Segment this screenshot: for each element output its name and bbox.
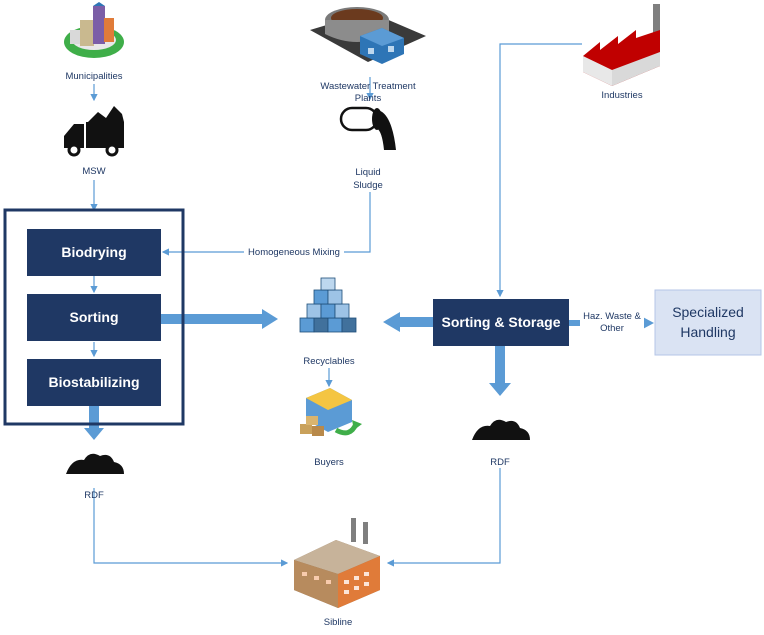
msw-label: MSW — [82, 166, 105, 177]
liquid-sludge-label-line2: Sludge — [353, 180, 383, 191]
recyclables-label: Recyclables — [303, 356, 354, 367]
municipalities-label: Municipalities — [65, 71, 122, 82]
biostabilizing-box: Biostabilizing — [27, 359, 161, 406]
industries-label: Industries — [601, 90, 642, 101]
haz-waste-label-line1: Haz. Waste & — [583, 311, 641, 322]
biostabilizing-label: Biostabilizing — [49, 374, 140, 390]
biodrying-label: Biodrying — [61, 244, 126, 260]
rdf-pile-left-icon — [66, 453, 124, 474]
connector-rdf-left-sibline — [93, 488, 289, 567]
sorting-label: Sorting — [70, 309, 119, 325]
connector-rdf-right-sibline — [386, 468, 501, 567]
sibline-plant-icon — [294, 518, 380, 608]
industries-factory-icon — [583, 4, 660, 86]
connector-industries-sorting-storage — [496, 43, 582, 298]
sibline-label: Sibline — [324, 617, 353, 628]
recyclables-cubes-icon — [299, 277, 357, 333]
process-container — [3, 208, 185, 426]
haz-waste-label-line2: Other — [600, 323, 624, 334]
sorting-box: Sorting — [27, 294, 161, 341]
arrow-sorting-to-recyclables — [161, 309, 278, 329]
sorting-storage-box: Sorting & Storage — [433, 299, 569, 346]
wastewater-label-line2: Plants — [355, 93, 382, 104]
rdf-left-label: RDF — [84, 490, 104, 501]
liquid-sludge-label-line1: Liquid — [355, 167, 380, 178]
connector-sludge-biodrying — [161, 192, 371, 256]
biodrying-box: Biodrying — [27, 229, 161, 276]
garbage-truck-icon — [64, 106, 124, 157]
liquid-sludge-pipe-icon — [339, 106, 396, 150]
buyers-label: Buyers — [314, 457, 344, 468]
specialized-handling-box: Specialized Handling — [654, 289, 762, 356]
homogeneous-mixing-label: Homogeneous Mixing — [248, 247, 340, 258]
buyers-delivery-icon — [300, 388, 362, 436]
wastewater-plant-icon — [310, 7, 426, 64]
sorting-storage-label: Sorting & Storage — [441, 314, 560, 330]
rdf-right-label: RDF — [490, 457, 510, 468]
rdf-pile-right-icon — [472, 419, 530, 440]
specialized-label-line2: Handling — [680, 324, 735, 340]
arrow-sorting-storage-to-rdf — [489, 346, 511, 396]
specialized-label-line1: Specialized — [672, 304, 744, 320]
municipalities-icon — [64, 2, 124, 58]
thin-connectors — [90, 43, 582, 567]
wastewater-label-line1: Wastewater Treatment — [320, 81, 416, 92]
arrow-sorting-storage-to-recyclables — [383, 312, 433, 332]
